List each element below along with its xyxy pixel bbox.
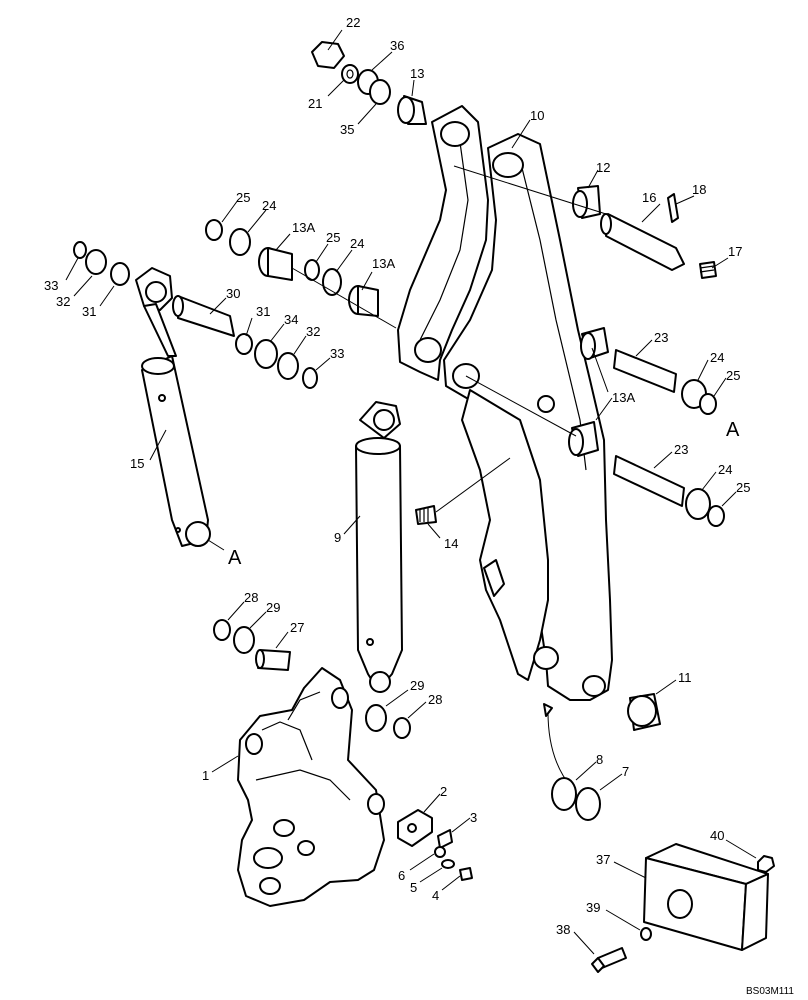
label-18: 18 xyxy=(692,182,706,197)
mount-bracket-1 xyxy=(237,667,385,907)
label-25: 25 xyxy=(736,480,750,495)
stop-block-hardware xyxy=(397,809,473,881)
label-25: 25 xyxy=(236,190,250,205)
label-25: 25 xyxy=(726,368,740,383)
label-31: 31 xyxy=(82,304,96,319)
label-1: 1 xyxy=(202,768,209,783)
bushing-11 xyxy=(543,693,661,789)
washers-8-7 xyxy=(551,777,601,821)
lift-cylinder-15 xyxy=(73,241,318,547)
label-11: 11 xyxy=(678,670,692,685)
callout-leaders xyxy=(65,29,757,955)
label-30: 30 xyxy=(226,286,240,301)
label-23: 23 xyxy=(654,330,668,345)
label-9: 9 xyxy=(334,530,341,545)
label-29: 29 xyxy=(410,678,424,693)
label-25: 25 xyxy=(326,230,340,245)
label-a-right: A xyxy=(726,419,740,441)
boom-arm xyxy=(397,105,613,701)
label-32: 32 xyxy=(306,324,320,339)
label-24: 24 xyxy=(710,350,724,365)
label-12: 12 xyxy=(596,160,610,175)
label-28: 28 xyxy=(244,590,258,605)
pin-27 xyxy=(213,619,291,671)
label-21: 21 xyxy=(308,96,322,111)
label-33: 33 xyxy=(44,278,58,293)
label-4: 4 xyxy=(432,888,439,903)
part-number-labels: 22 36 21 13 35 10 12 16 18 17 25 24 13A … xyxy=(44,15,794,997)
label-24: 24 xyxy=(718,462,732,477)
label-3: 3 xyxy=(470,810,477,825)
pivot-pins-right xyxy=(465,327,725,527)
label-6: 6 xyxy=(398,868,405,883)
label-8: 8 xyxy=(596,752,603,767)
label-14: 14 xyxy=(444,536,458,551)
label-36: 36 xyxy=(390,38,404,53)
label-7: 7 xyxy=(622,764,629,779)
label-15: 15 xyxy=(130,456,144,471)
label-40: 40 xyxy=(710,828,724,843)
label-23: 23 xyxy=(674,442,688,457)
grease-fitting-14 xyxy=(415,457,511,525)
label-24: 24 xyxy=(350,236,364,251)
label-27: 27 xyxy=(290,620,304,635)
washers-29-28 xyxy=(365,704,411,739)
label-35: 35 xyxy=(340,122,354,137)
lift-pin-stack xyxy=(205,219,397,329)
label-17: 17 xyxy=(728,244,742,259)
label-5: 5 xyxy=(410,880,417,895)
label-13: 13 xyxy=(410,66,424,81)
pivot-hardware-upper xyxy=(311,41,717,279)
label-32: 32 xyxy=(56,294,70,309)
label-10: 10 xyxy=(530,108,544,123)
label-31: 31 xyxy=(256,304,270,319)
label-37: 37 xyxy=(596,852,610,867)
label-24: 24 xyxy=(262,198,276,213)
label-13a: 13A xyxy=(612,390,635,405)
label-a-left: A xyxy=(228,547,242,569)
drawing-reference-code: BS03M111 xyxy=(746,986,794,997)
label-13a: 13A xyxy=(372,256,395,271)
label-33: 33 xyxy=(330,346,344,361)
label-38: 38 xyxy=(556,922,570,937)
label-2: 2 xyxy=(440,784,447,799)
access-box-37 xyxy=(591,843,775,973)
label-28: 28 xyxy=(428,692,442,707)
label-13a: 13A xyxy=(292,220,315,235)
label-16: 16 xyxy=(642,190,656,205)
label-29: 29 xyxy=(266,600,280,615)
label-34: 34 xyxy=(284,312,298,327)
tilt-cylinder-9 xyxy=(355,401,403,693)
label-22: 22 xyxy=(346,15,360,30)
label-39: 39 xyxy=(586,900,600,915)
